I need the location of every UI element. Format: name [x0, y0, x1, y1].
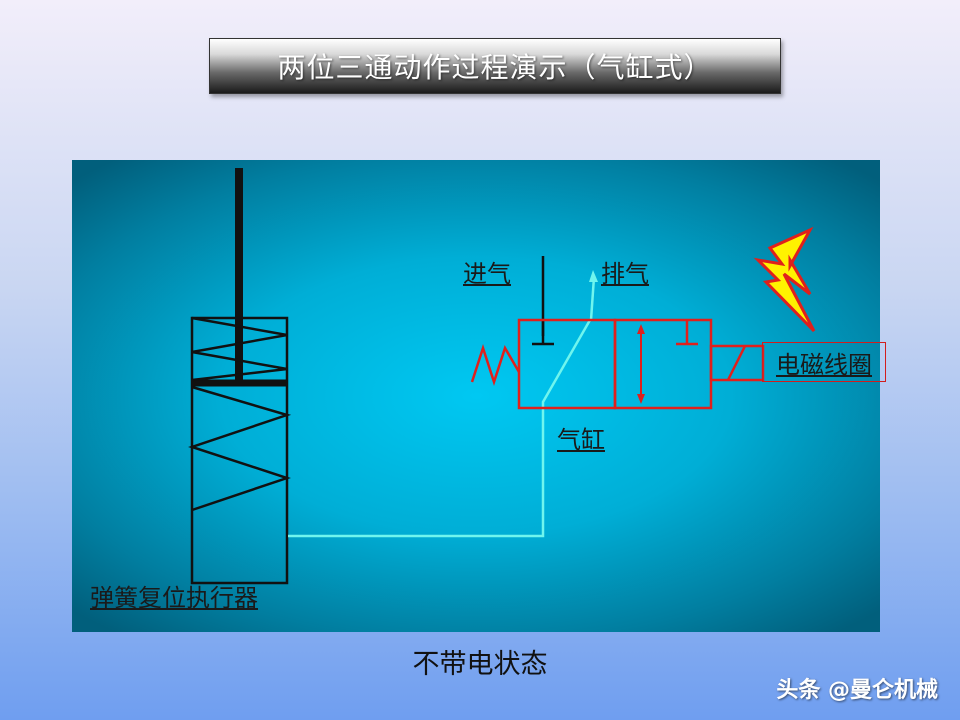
lightning-bolt-icon: [753, 226, 816, 333]
solenoid-diagonal: [726, 345, 747, 381]
page-title: 两位三通动作过程演示（气缸式）: [277, 51, 713, 84]
label-cylinder: 气缸: [557, 426, 605, 454]
diagram-panel: [72, 160, 880, 632]
title-banner: 两位三通动作过程演示（气缸式）: [209, 38, 781, 94]
spring-return-actuator: [188, 168, 292, 585]
valve-position-right: [613, 318, 713, 410]
label-actuator: 弹簧复位执行器: [90, 584, 258, 612]
valve-diagram: [188, 168, 816, 585]
valve-arrow-up: [637, 324, 645, 334]
label-exhaust: 排气: [601, 260, 649, 288]
valve-spring: [470, 343, 521, 387]
state-caption: 不带电状态: [412, 649, 548, 680]
exhaust-line: [589, 276, 596, 321]
lower-spring: [188, 385, 292, 512]
watermark: 头条 @曼仑机械: [776, 678, 938, 703]
label-intake: 进气: [463, 260, 511, 288]
valve-position-left: [517, 318, 617, 410]
label-coil: 电磁线圈: [776, 350, 872, 379]
valve-arrow-down: [637, 394, 645, 404]
coil-label-box: 电磁线圈: [762, 342, 886, 382]
air-line: [288, 319, 592, 538]
solenoid-coil: [709, 344, 765, 382]
upper-spring: [191, 316, 288, 382]
exhaust-arrow: [589, 270, 598, 282]
solenoid-valve: [470, 318, 765, 410]
